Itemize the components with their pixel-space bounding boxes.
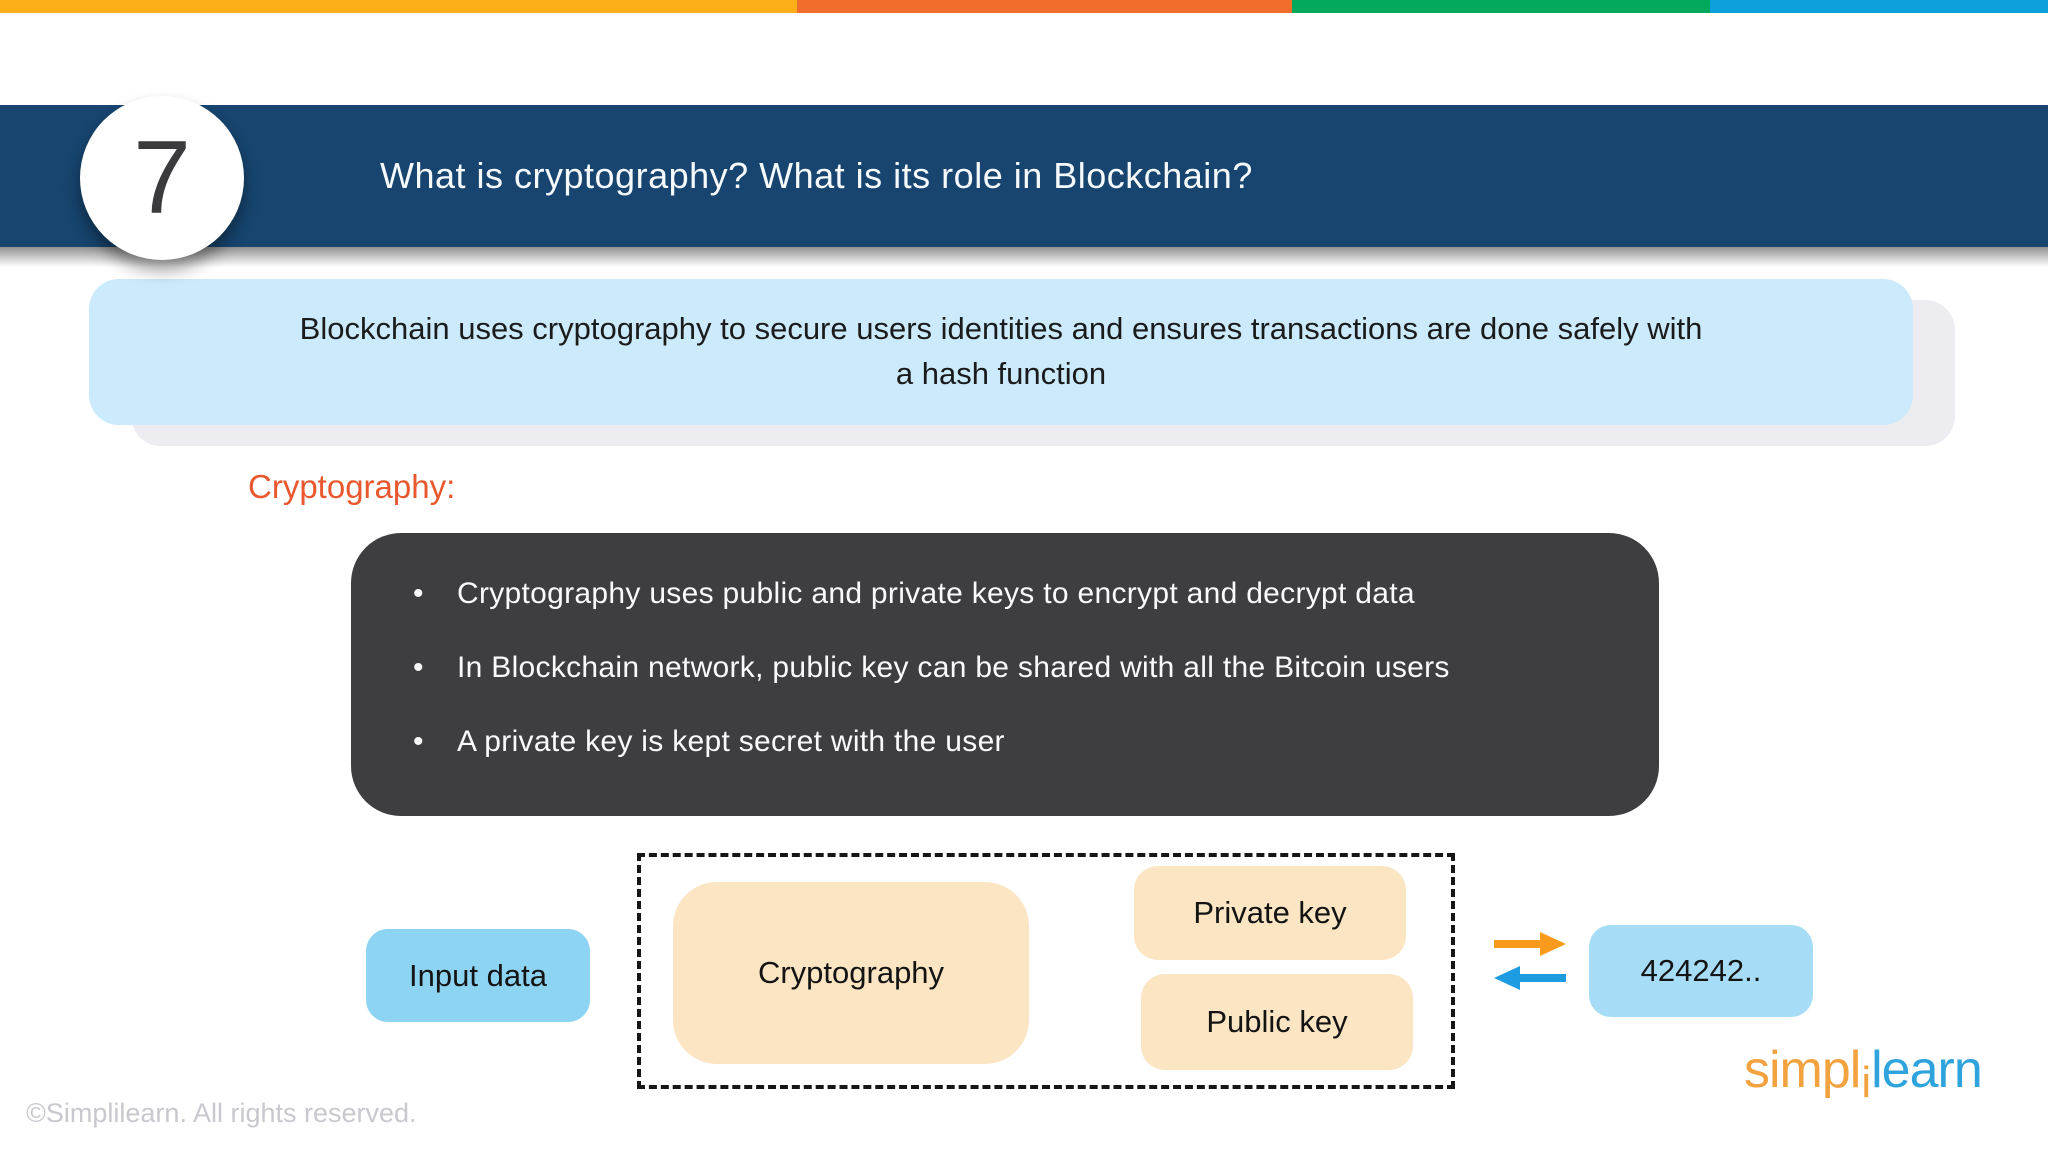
input-data-box: Input data [366,929,590,1022]
top-color-stripe [0,0,2048,13]
private-key-label: Private key [1193,895,1347,930]
cryptography-process-label: Cryptography [757,955,945,990]
header-band: What is cryptography? What is its role i… [0,105,2048,247]
encryption-arrows [1494,930,1566,997]
bullet-text: A private key is kept secret with the us… [457,725,1005,758]
cryptography-group-box [637,853,1455,1089]
bullet-item: • A private key is kept secret with the … [413,725,1659,759]
bullet-text: In Blockchain network, public key can be… [457,651,1450,684]
bullet-dot: • [413,651,424,684]
input-data-label: Input data [409,957,547,993]
callout-line-1: Blockchain uses cryptography to secure u… [299,311,1703,347]
bullet-dot: • [413,577,424,610]
bullet-item: • In Blockchain network, public key can … [413,651,1659,685]
logo-mid-i: i [1861,1058,1871,1107]
callout-line-2: a hash function [895,356,1107,391]
bullet-dot: • [413,725,424,758]
slide-title: What is cryptography? What is its role i… [380,155,1253,196]
stripe-segment-green [1292,0,1711,13]
encrypted-output-label: 424242.. [1640,953,1762,988]
stripe-segment-blue [1710,0,2048,13]
slide-number: 7 [133,120,191,236]
bullet-item: • Cryptography uses public and private k… [413,533,1659,611]
arrow-left-icon [1494,966,1566,990]
slide-number-badge: 7 [80,96,244,260]
logo-suffix: learn [1871,1041,1983,1099]
section-label: Cryptography: [248,468,456,505]
private-key-box: Private key [1134,866,1406,960]
stripe-segment-orange [796,0,1293,13]
summary-callout: Blockchain uses cryptography to secure u… [89,279,1913,425]
simplilearn-logo: simplilearn [1744,1041,1983,1105]
bullet-box: • Cryptography uses public and private k… [351,533,1659,816]
logo-prefix: simpl [1744,1041,1861,1099]
arrow-right-icon [1494,932,1566,956]
stripe-segment-amber [0,0,797,13]
bullet-text: Cryptography uses public and private key… [457,577,1415,610]
header-band-shadow [0,247,2048,267]
public-key-box: Public key [1141,974,1413,1070]
public-key-label: Public key [1206,1004,1348,1039]
copyright-text: ©Simplilearn. All rights reserved. [26,1098,417,1128]
cryptography-process-box: Cryptography [673,882,1029,1064]
encrypted-output-box: 424242.. [1589,925,1813,1017]
